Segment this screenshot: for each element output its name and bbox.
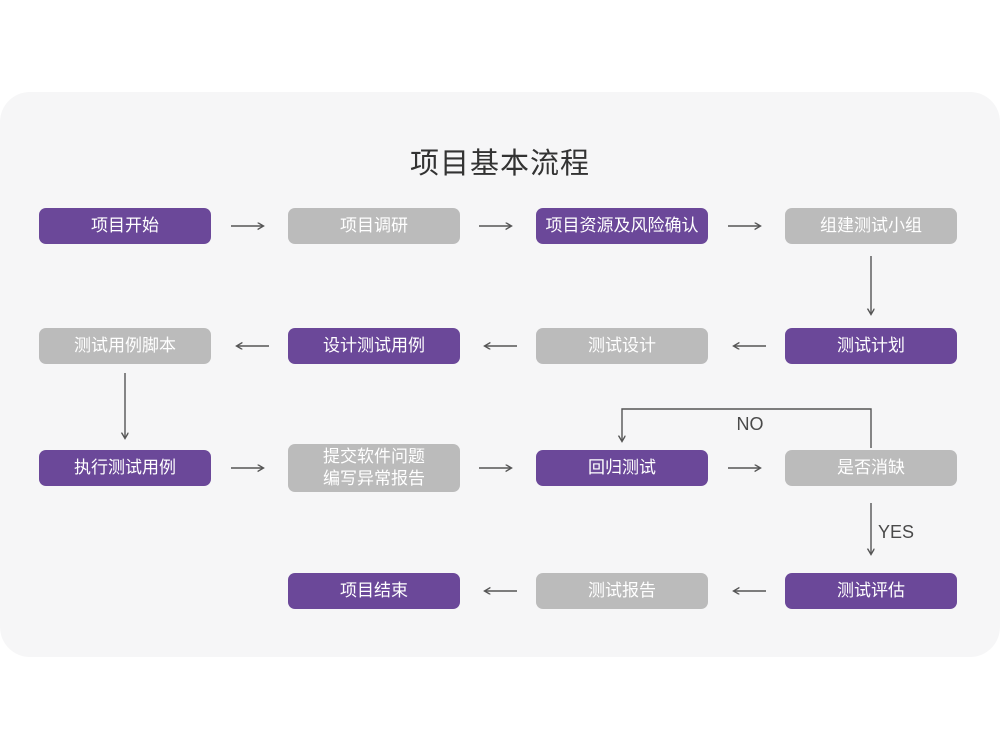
node-submit-issues-report: 提交软件问题 编写异常报告 [288, 444, 460, 492]
node-test-case-scripts: 测试用例脚本 [39, 328, 211, 364]
node-resource-risk-confirm: 项目资源及风险确认 [536, 208, 708, 244]
node-defect-resolved: 是否消缺 [785, 450, 957, 486]
node-design-test-cases: 设计测试用例 [288, 328, 460, 364]
node-test-design: 测试设计 [536, 328, 708, 364]
node-build-test-team: 组建测试小组 [785, 208, 957, 244]
node-regression-test: 回归测试 [536, 450, 708, 486]
flowchart-card [0, 92, 1000, 657]
node-project-start: 项目开始 [39, 208, 211, 244]
node-project-research: 项目调研 [288, 208, 460, 244]
node-test-evaluation: 测试评估 [785, 573, 957, 609]
edge-label-no: NO [736, 414, 764, 434]
page-title: 项目基本流程 [409, 148, 590, 180]
node-test-report: 测试报告 [536, 573, 708, 609]
edge-label-yes: YES [878, 522, 915, 542]
node-execute-test-cases: 执行测试用例 [39, 450, 211, 486]
node-test-plan: 测试计划 [785, 328, 957, 364]
node-project-end: 项目结束 [288, 573, 460, 609]
